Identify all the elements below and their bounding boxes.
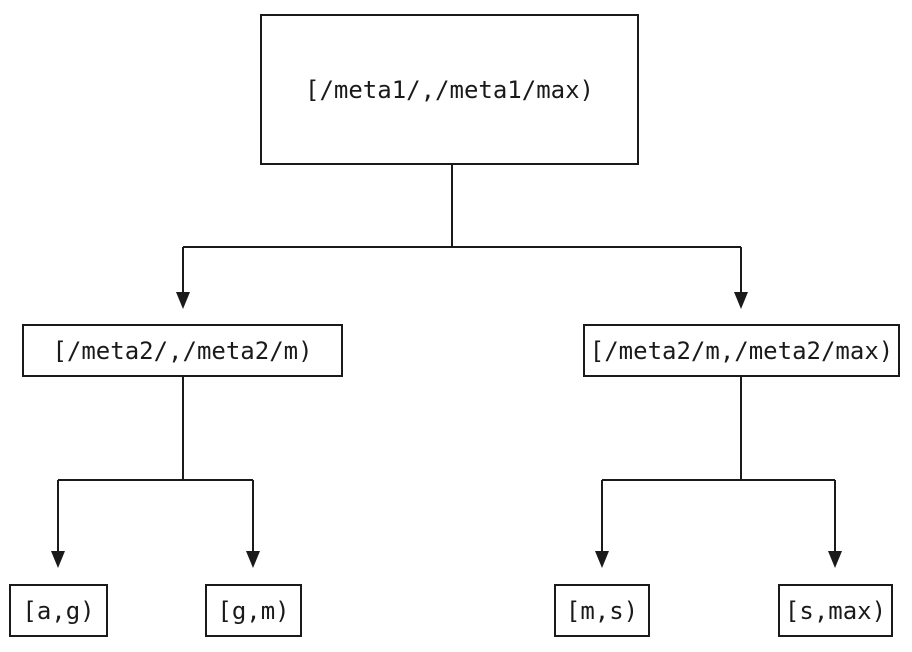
node-leaf-ms: [m,s) bbox=[554, 584, 650, 637]
connector-right-to-leaves bbox=[595, 377, 842, 568]
node-leaf-smax: [s,max) bbox=[778, 584, 893, 637]
node-leaf-smax-label: [s,max) bbox=[784, 596, 887, 625]
arrow-down-icon bbox=[51, 551, 65, 568]
connector-root-to-children bbox=[176, 165, 748, 309]
node-left-label: [/meta2/,/meta2/m) bbox=[52, 336, 313, 365]
connector-line bbox=[182, 165, 742, 292]
node-leaf-gm: [g,m) bbox=[205, 584, 302, 637]
node-leaf-ms-label: [m,s) bbox=[565, 596, 639, 625]
node-leaf-ag: [a,g) bbox=[9, 584, 108, 637]
node-right-label: [/meta2/m,/meta2/max) bbox=[589, 336, 894, 365]
arrow-down-icon bbox=[246, 551, 260, 568]
connector-line bbox=[57, 377, 254, 551]
node-root-label: [/meta1/,/meta1/max) bbox=[305, 75, 594, 104]
node-right-subtree: [/meta2/m,/meta2/max) bbox=[583, 324, 900, 377]
arrow-down-icon bbox=[828, 551, 842, 568]
arrow-down-icon bbox=[734, 292, 748, 309]
connector-left-to-leaves bbox=[51, 377, 260, 568]
arrow-down-icon bbox=[176, 292, 190, 309]
node-leaf-gm-label: [g,m) bbox=[217, 596, 290, 625]
node-leaf-ag-label: [a,g) bbox=[22, 596, 95, 625]
connector-line bbox=[601, 377, 836, 551]
node-left-subtree: [/meta2/,/meta2/m) bbox=[22, 324, 343, 377]
node-root: [/meta1/,/meta1/max) bbox=[260, 14, 639, 165]
arrow-down-icon bbox=[595, 551, 609, 568]
